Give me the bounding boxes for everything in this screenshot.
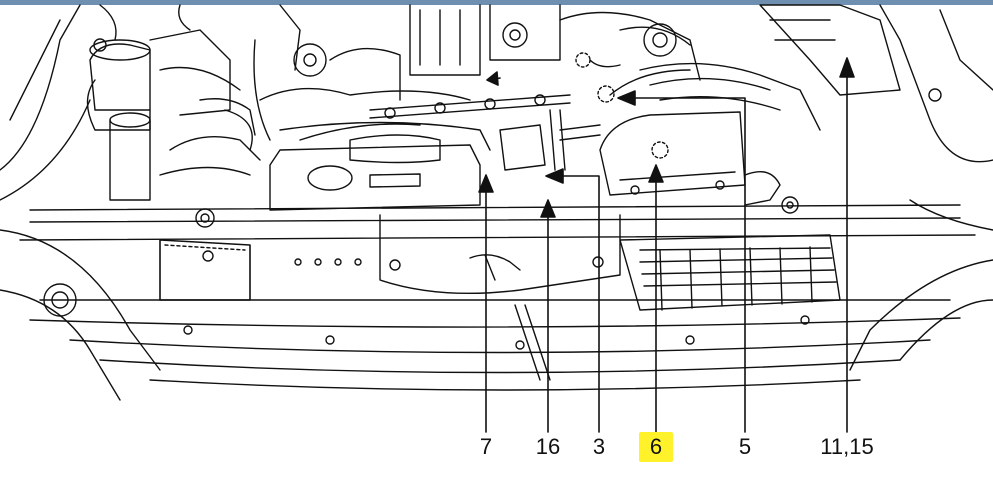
leader-lines <box>478 57 855 433</box>
callout-11-15: 11,15 <box>820 434 874 459</box>
right-components <box>549 4 901 206</box>
left-components <box>86 4 261 201</box>
location-markers <box>575 52 669 159</box>
leader-3 <box>554 175 600 433</box>
callout-5: 5 <box>738 434 752 459</box>
radiator-support <box>19 88 976 391</box>
callout-3: 3 <box>592 434 606 459</box>
marker-5 <box>597 85 615 103</box>
callout-6-highlighted: 6 <box>639 432 673 462</box>
callout-7: 7 <box>479 434 493 459</box>
window-top-border <box>0 0 993 5</box>
leader-5 <box>627 97 746 433</box>
marker-6 <box>651 141 669 159</box>
engine-block <box>253 4 571 211</box>
body-outline <box>0 4 993 401</box>
callout-16: 16 <box>535 434 561 459</box>
